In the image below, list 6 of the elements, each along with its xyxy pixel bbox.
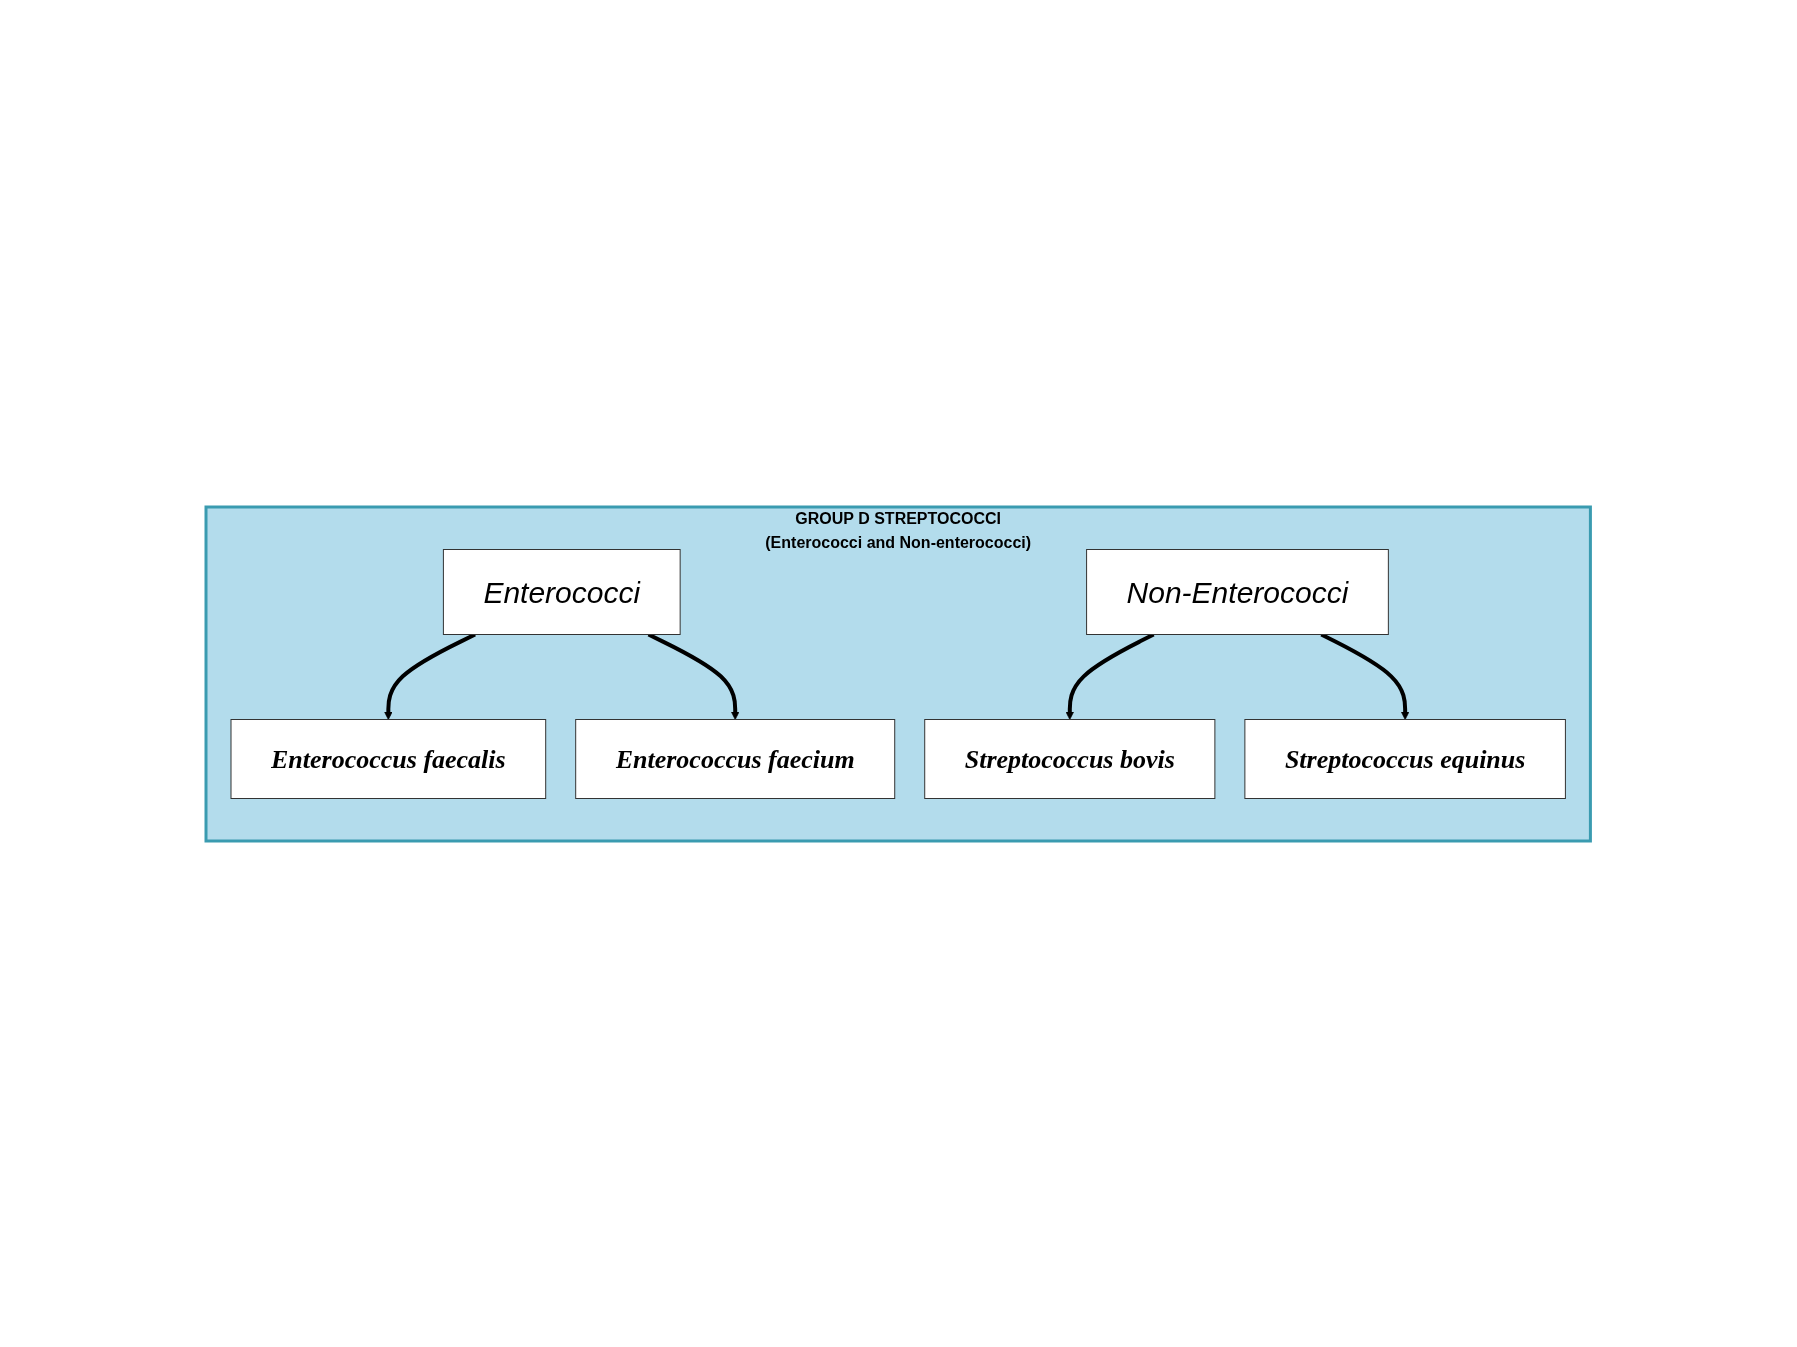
node-box: Non-Enterococci (1086, 548, 1390, 635)
node-box: Streptococcus equinus (1244, 718, 1567, 799)
node-box: Enterococci (443, 548, 681, 635)
node-box: Enterococcus faecium (575, 718, 896, 799)
node-box: Enterococcus faecalis (230, 718, 547, 799)
node-box: Streptococcus bovis (924, 718, 1216, 799)
